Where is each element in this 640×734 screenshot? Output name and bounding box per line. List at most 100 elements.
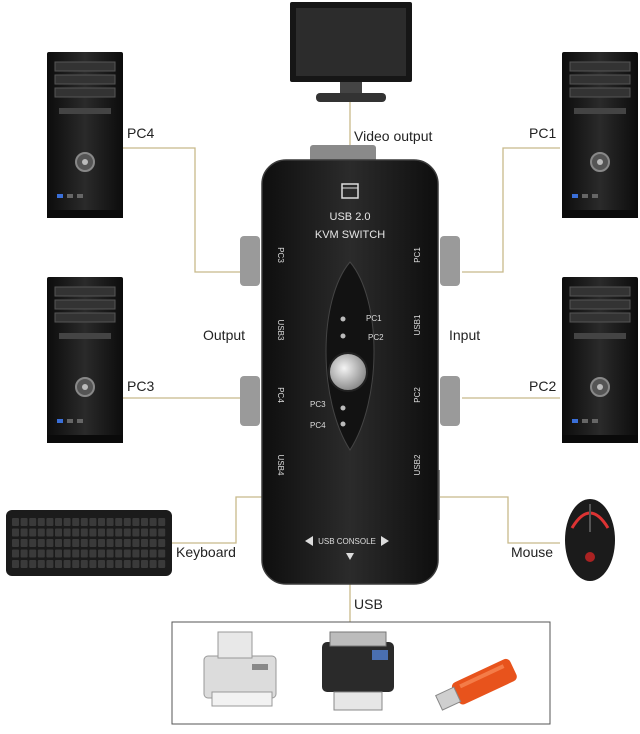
keyboard-key [132, 518, 140, 526]
box-port-pc2: PC2 [413, 387, 422, 403]
led-pc1 [340, 316, 346, 322]
keyboard-key [123, 518, 131, 526]
box-led-label-pc4: PC4 [310, 421, 326, 430]
keyboard-key [115, 518, 123, 526]
arrow-right-icon [381, 536, 389, 546]
keyboard-key [55, 528, 62, 537]
keyboard-key [115, 549, 123, 558]
switch-button [328, 352, 368, 392]
keyboard-key [158, 539, 166, 547]
vga-connector-pc4 [240, 376, 260, 426]
keyboard-key [98, 539, 105, 547]
led-pc4 [340, 421, 346, 427]
keyboard-key [158, 549, 166, 558]
keyboard-key [89, 539, 97, 547]
keyboard-key [123, 528, 131, 537]
box-title-line2: KVM SWITCH [315, 229, 385, 241]
usb-stick-icon [435, 658, 517, 711]
keyboard-key [20, 549, 28, 558]
keyboard-key [72, 549, 80, 558]
box-console-label: USB CONSOLE [318, 537, 376, 546]
keyboard-key [29, 549, 37, 558]
keyboard-key [55, 518, 62, 526]
keyboard-key [98, 528, 105, 537]
keyboard-key [63, 549, 71, 558]
keyboard-key [149, 518, 157, 526]
keyboard-key [98, 549, 105, 558]
box-port-pc1: PC1 [413, 247, 422, 263]
keyboard-key [29, 528, 37, 537]
arrow-down-icon [346, 553, 354, 560]
keyboard-key [80, 549, 88, 558]
keyboard-key [46, 528, 54, 537]
label-mouse: Mouse [511, 544, 554, 560]
label-pc2: PC2 [529, 378, 557, 394]
keyboard-key [158, 518, 166, 526]
keyboard-key [63, 528, 71, 537]
usb-devices-panel [171, 621, 551, 725]
mouse-icon [565, 499, 615, 581]
keyboard-key [46, 518, 54, 526]
keyboard-key [46, 539, 54, 547]
keyboard-key [12, 549, 19, 558]
keyboard-key [20, 539, 28, 547]
keyboard-key [37, 518, 45, 526]
kvm-switch-box: USB 2.0 KVM SWITCH PC3 USB3 PC4 USB4 PC1… [240, 145, 460, 585]
keyboard-key [158, 560, 166, 568]
keyboard-key [37, 549, 45, 558]
keyboard-key [63, 539, 71, 547]
keyboard-key [29, 560, 37, 568]
keyboard-key [141, 518, 148, 526]
keyboard-key [46, 560, 54, 568]
keyboard-key [37, 528, 45, 537]
label-input: Input [449, 327, 481, 343]
keyboard-key [20, 528, 28, 537]
vga-connector-pc2 [440, 376, 460, 426]
box-port-usb2: USB2 [413, 454, 422, 475]
keyboard-key [89, 560, 97, 568]
pc2-tower-icon [561, 276, 639, 444]
keyboard-key [132, 560, 140, 568]
box-port-pc4: PC4 [276, 387, 285, 403]
label-keyboard: Keyboard [176, 544, 236, 560]
keyboard-key [89, 549, 97, 558]
connector-lines [122, 102, 560, 622]
keyboard-key [98, 560, 105, 568]
keyboard-key [72, 560, 80, 568]
multifunction-printer-icon [322, 631, 394, 711]
label-output: Output [203, 327, 246, 343]
keyboard-key [132, 528, 140, 537]
keyboard-key [55, 539, 62, 547]
keyboard-key [63, 560, 71, 568]
keyboard-key [80, 560, 88, 568]
keyboard-key [123, 560, 131, 568]
led-pc3 [340, 405, 346, 411]
keyboard-key [149, 539, 157, 547]
keyboard-key [29, 539, 37, 547]
keyboard-key [132, 539, 140, 547]
pc4-tower-icon [46, 51, 124, 219]
monitor-small-icon [341, 183, 359, 199]
keyboard-key [37, 539, 45, 547]
label-pc1: PC1 [529, 125, 557, 141]
keyboard-key [72, 528, 80, 537]
pc1-tower-icon [561, 51, 639, 219]
label-pc4: PC4 [127, 125, 155, 141]
printer-icon [203, 631, 277, 707]
keyboard-key [72, 539, 80, 547]
keyboard-key [72, 518, 80, 526]
keyboard-key [12, 528, 19, 537]
keyboard-key [115, 528, 123, 537]
keyboard-key [89, 528, 97, 537]
box-port-usb4: USB4 [276, 455, 285, 476]
led-pc2 [340, 333, 346, 339]
label-pc3: PC3 [127, 378, 155, 394]
keyboard-key [132, 549, 140, 558]
box-title-line1: USB 2.0 [330, 211, 371, 223]
keyboard-key [115, 560, 123, 568]
vga-connector-top [310, 145, 376, 163]
keyboard-key [80, 518, 88, 526]
box-led-label-pc3: PC3 [310, 400, 326, 409]
